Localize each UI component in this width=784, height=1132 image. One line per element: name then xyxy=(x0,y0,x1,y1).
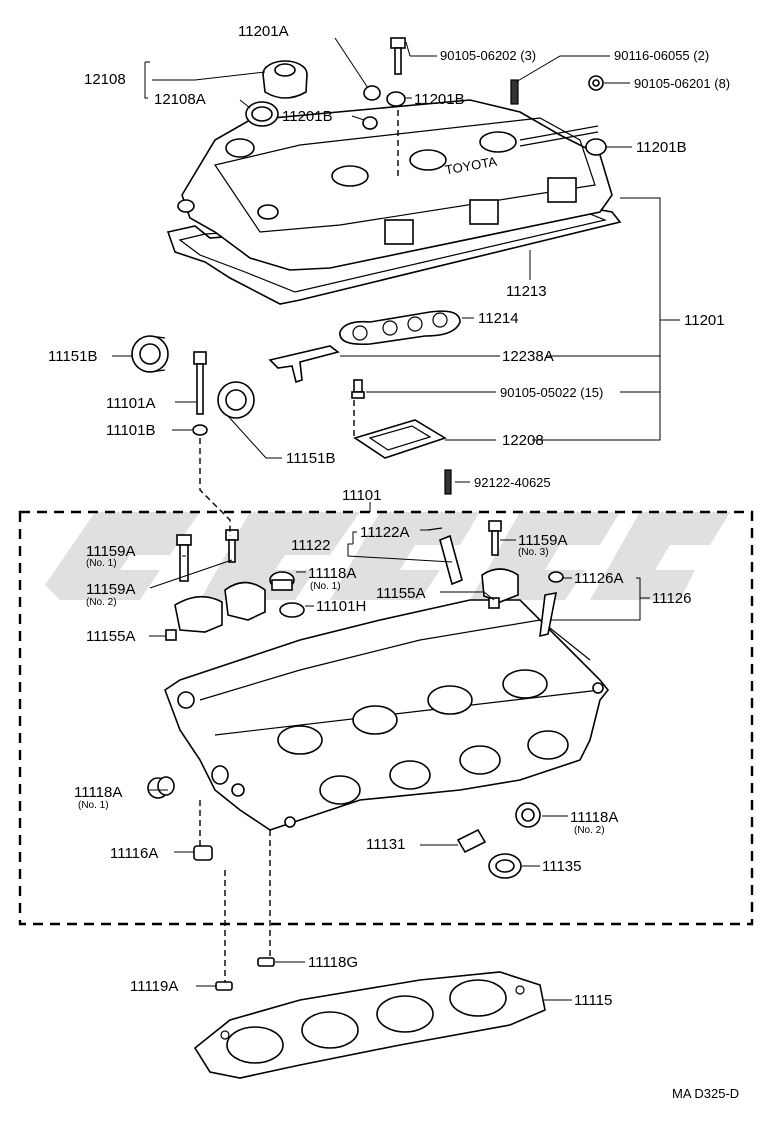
ring-11126A xyxy=(548,571,564,583)
label-11118A-2: 11118A xyxy=(570,809,618,826)
label-11151B-a: 11151B xyxy=(48,348,98,365)
label-12208: 12208 xyxy=(502,432,544,449)
label-11119A: 11119A xyxy=(130,978,178,995)
label-11122: 11122 xyxy=(291,537,331,554)
head-gasket-11115 xyxy=(193,971,546,1079)
label-11213: 11213 xyxy=(506,283,547,300)
label-11135: 11135 xyxy=(542,858,582,875)
leader-lines xyxy=(112,37,680,1001)
ring-11101H xyxy=(279,602,305,618)
oil-seal-11151B-a xyxy=(131,335,169,373)
label-12108A: 12108A xyxy=(154,91,206,108)
grommet-11201B-b xyxy=(362,116,378,130)
camshaft-bearing-cap-a xyxy=(174,595,223,633)
label-11118A-1a: 11118A xyxy=(308,565,356,582)
label-11159A-1: 11159A xyxy=(86,543,136,560)
label-90105-05022: 90105-05022 (15) xyxy=(500,385,603,400)
label-11159A-2: 11159A xyxy=(86,581,136,598)
oil-seal-11151B-b xyxy=(217,381,255,419)
label-11101B: 11101B xyxy=(106,422,156,439)
plug-11118A-no2 xyxy=(515,802,541,828)
bolt-11159A-3 xyxy=(488,520,502,556)
label-90105-06202: 90105-06202 (3) xyxy=(440,48,536,63)
label-12238A: 12238A xyxy=(502,348,554,365)
bolt-90105-06202 xyxy=(390,37,406,75)
clip-11122A xyxy=(427,527,443,531)
seal-11135 xyxy=(488,853,522,879)
label-11201B-b: 11201B xyxy=(282,108,333,125)
bolt-90105-05022 xyxy=(351,379,365,399)
cap-gasket xyxy=(245,101,279,127)
label-11159A-3-sub: (No. 3) xyxy=(518,547,549,558)
plug-11116A xyxy=(193,845,213,861)
plug-11118A-no1-side xyxy=(147,776,175,799)
pin-11119A xyxy=(215,981,233,991)
label-11201A: 11201A xyxy=(238,23,289,40)
label-11118A-1b: 11118A xyxy=(74,784,122,801)
label-11155A-a: 11155A xyxy=(86,628,136,645)
stud-90116-06055 xyxy=(510,79,519,105)
diagram-code: MA D325-D xyxy=(672,1086,739,1101)
label-11115: 11115 xyxy=(574,992,612,1009)
cylinder-head xyxy=(164,599,610,831)
label-11201: 11201 xyxy=(684,312,725,329)
label-11155A-b: 11155A xyxy=(376,585,426,602)
bolt-11159A-2 xyxy=(225,529,239,563)
label-11101H: 11101H xyxy=(316,598,366,615)
label-11201B-c: 11201B xyxy=(636,139,687,156)
label-90105-06201: 90105-06201 (8) xyxy=(634,76,730,91)
label-11126: 11126 xyxy=(652,590,692,607)
camshaft-bearing-cap-b xyxy=(224,581,266,621)
bolt-11159A-1 xyxy=(176,534,192,582)
label-11118A-2-sub: (No. 2) xyxy=(574,825,605,836)
label-11131: 11131 xyxy=(366,836,406,853)
tube-11126 xyxy=(539,592,558,638)
grommet-11201A xyxy=(363,85,381,101)
label-11159A-1-sub: (No. 1) xyxy=(86,558,117,569)
camshaft-bearing-cap-c xyxy=(481,568,519,603)
pin-11155A-b xyxy=(488,597,500,609)
plug-11118A-no1-top xyxy=(269,571,295,591)
label-11122A: 11122A xyxy=(360,524,410,541)
plate-12238A xyxy=(268,345,340,384)
cylinder-head-sub-assembly-box xyxy=(18,510,754,926)
pin-11155A-a xyxy=(165,629,177,641)
label-90116-06055: 90116-06055 (2) xyxy=(614,48,709,63)
washer-11101B xyxy=(192,424,208,436)
label-11126A: 11126A xyxy=(574,570,624,587)
plate-12208 xyxy=(353,419,447,459)
label-92122-40625: 92122-40625 xyxy=(474,475,551,490)
label-11118A-1b-sub: (No. 1) xyxy=(78,800,109,811)
guide-11122 xyxy=(439,534,463,586)
label-11151B-b: 11151B xyxy=(286,450,336,467)
gasket-11214 xyxy=(339,310,461,346)
grommet-11201B-c xyxy=(585,138,607,156)
label-12108: 12108 xyxy=(84,71,126,88)
washer-90105-06201 xyxy=(588,75,604,91)
label-11214: 11214 xyxy=(478,310,519,327)
label-11101A: 11101A xyxy=(106,395,156,412)
label-11201B-a: 11201B xyxy=(414,91,465,108)
label-11101: 11101 xyxy=(342,487,382,504)
alignment-lines xyxy=(199,110,399,982)
plug-11131 xyxy=(456,828,487,854)
pin-11118G xyxy=(257,957,275,967)
label-11159A-3: 11159A xyxy=(518,532,568,549)
cylinder-head-cover: TOYOTA xyxy=(177,99,613,271)
stud-92122-40625 xyxy=(444,469,452,495)
label-11116A: 11116A xyxy=(110,845,158,862)
label-11118G: 11118G xyxy=(308,954,358,971)
oil-filler-cap xyxy=(262,60,308,99)
label-11159A-2-sub: (No. 2) xyxy=(86,597,117,608)
grommet-11201B-a xyxy=(386,91,406,107)
bolt-11101A xyxy=(193,351,207,415)
label-11118A-1a-sub: (No. 1) xyxy=(310,581,341,592)
